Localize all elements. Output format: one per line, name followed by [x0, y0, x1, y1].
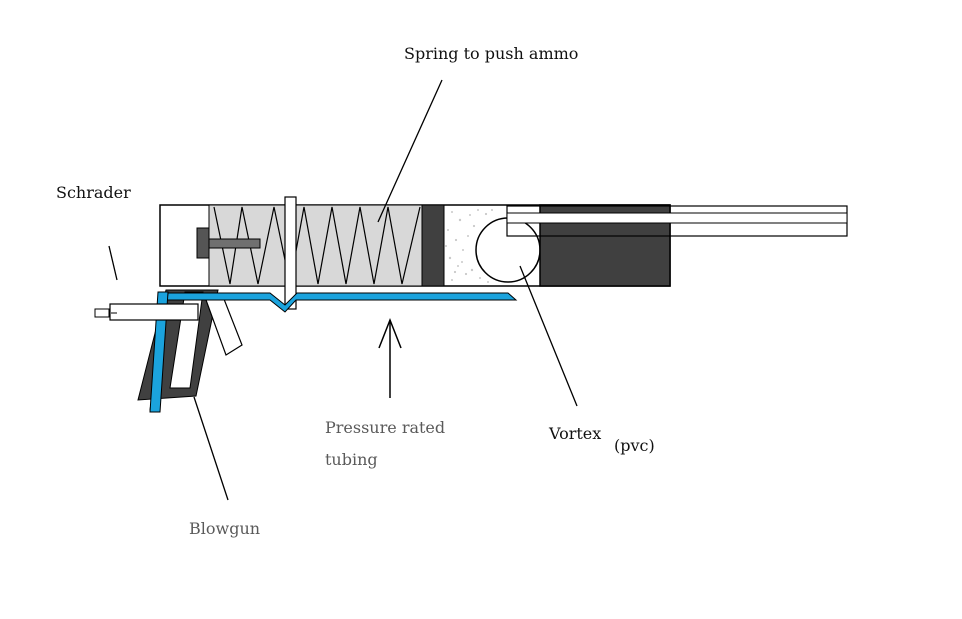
- spring-follower: [421, 204, 445, 287]
- schrader-leader-line: [108, 245, 118, 281]
- spring-leader-line: [377, 79, 443, 223]
- blowgun-leader-line: [193, 396, 229, 501]
- chamber-speckle: [445, 209, 493, 283]
- blowgun-valve: [109, 303, 199, 321]
- vortex-chamber: [475, 217, 541, 283]
- barrel-bore: [506, 212, 848, 224]
- spring-label: Spring to push ammo: [404, 44, 579, 63]
- rear-rod: [208, 238, 261, 249]
- blowgun-label: Blowgun: [189, 519, 261, 538]
- rear-rod-cap: [196, 227, 210, 259]
- vortex-leader-line: [519, 265, 578, 407]
- spring-coil: [213, 206, 421, 285]
- schrader-label: Schrader: [56, 183, 131, 202]
- pvc-label: (pvc): [614, 436, 655, 455]
- tubing-arrow-head: [378, 317, 402, 349]
- trigger-lever: [205, 293, 243, 356]
- pressure-tubing-left: [149, 291, 169, 413]
- tubing-label-line2: tubing: [325, 450, 378, 469]
- tubing-label-line1: Pressure rated: [325, 418, 446, 437]
- schrader-valve: [94, 308, 110, 318]
- vortex-label: Vortex: [549, 424, 602, 443]
- bolt-slider: [284, 196, 297, 310]
